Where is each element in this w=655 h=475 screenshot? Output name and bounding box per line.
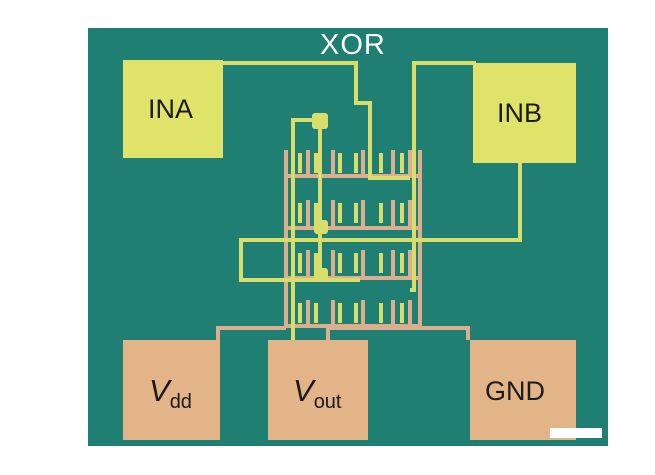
row-3-gates — [298, 253, 404, 273]
vdd-label: Vdd — [149, 375, 192, 412]
vout-pad — [268, 340, 368, 440]
via-pad-3 — [314, 268, 328, 282]
via-pad-2 — [314, 220, 328, 234]
row-4-gates — [298, 303, 404, 323]
row-2-gates — [298, 203, 404, 223]
vdd-label-main: V — [149, 373, 170, 408]
inb-pad — [473, 63, 576, 163]
row-3-fingers — [291, 250, 412, 278]
left-gate-bus — [291, 118, 320, 348]
vout-label: Vout — [293, 375, 342, 412]
ina-pad — [123, 60, 223, 158]
via-pad-1 — [312, 113, 328, 129]
ina-label: INA — [148, 94, 194, 124]
row-2-fingers — [291, 200, 412, 228]
gnd-pad — [470, 340, 576, 440]
row-4-fingers — [291, 300, 412, 326]
row-1-gates — [298, 153, 404, 173]
vdd-trace — [216, 326, 286, 340]
circuit-title: XOR — [320, 29, 386, 61]
inb-gate-trace-b — [239, 163, 522, 282]
device-micrograph: XOR INA INB Vdd Vout GND — [88, 28, 608, 446]
vdd-pad — [123, 340, 220, 440]
row-1-fingers — [291, 150, 412, 176]
vout-label-main: V — [293, 373, 314, 408]
vdd-label-subscript: dd — [169, 391, 192, 413]
inb-label: INB — [497, 98, 543, 128]
gnd-trace — [420, 326, 470, 340]
circuit-layout — [123, 60, 602, 440]
scale-bar — [550, 428, 602, 438]
ina-gate-trace — [220, 61, 410, 180]
source-drain-traces — [216, 150, 470, 340]
gate-traces — [220, 61, 522, 363]
gnd-label: GND — [485, 376, 545, 406]
inb-gate-trace-a — [410, 61, 476, 292]
vout-label-subscript: out — [313, 391, 342, 413]
